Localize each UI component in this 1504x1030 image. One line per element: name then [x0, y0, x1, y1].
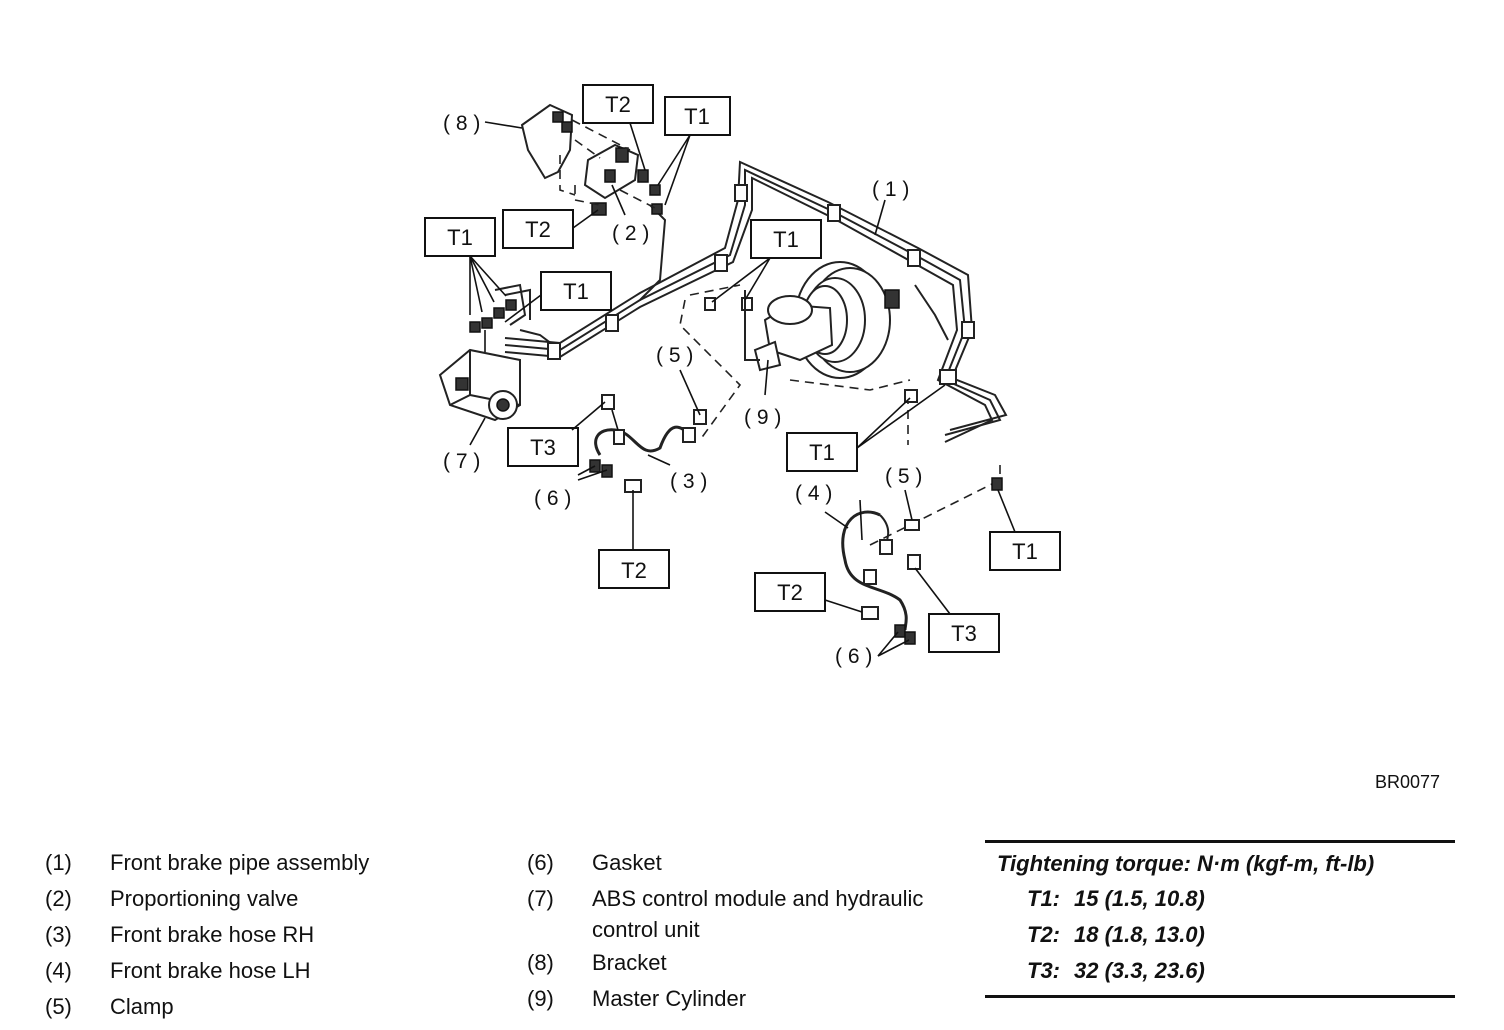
- bracket-part: [520, 103, 574, 180]
- torque-tag-t2-lh: T2: [754, 572, 826, 612]
- torque-table-title: Tightening torque: N·m (kgf-m, ft-lb): [997, 851, 1375, 876]
- torque-tag-t2-rh: T2: [598, 549, 670, 589]
- legend-text: Front brake hose RH: [110, 922, 315, 947]
- legend-number: (7): [527, 886, 554, 911]
- torque-tag-t3-lh: T3: [928, 613, 1000, 653]
- torque-row: T1: 15 (1.5, 10.8): [985, 881, 1455, 917]
- figure-code: BR0077: [1375, 772, 1441, 792]
- legend-text: Bracket: [592, 950, 667, 975]
- callout-3: ( 3 ): [670, 470, 707, 493]
- legend-item: (3) Front brake hose RH: [45, 917, 369, 953]
- legend-number: (6): [527, 850, 554, 875]
- torque-tag-label: T1: [809, 440, 835, 465]
- torque-row: T3: 32 (3.3, 23.6): [985, 953, 1455, 989]
- legend-number: (2): [45, 886, 72, 911]
- legend-text: Gasket: [592, 850, 662, 875]
- torque-tag-label: T2: [777, 580, 803, 605]
- callout-5-lh: ( 5 ): [885, 465, 922, 488]
- legend-item: (1) Front brake pipe assembly: [45, 845, 369, 881]
- legend-item: (7) ABS control module and hydraulic cont…: [527, 881, 977, 945]
- torque-tag-label: T1: [447, 225, 473, 250]
- torque-tag-label: T3: [951, 621, 977, 646]
- torque-tag-t2-top: T2: [582, 84, 654, 124]
- torque-tag-t1-lower: T1: [786, 432, 858, 472]
- torque-tag-t1-right: T1: [989, 531, 1061, 571]
- parts-legend-middle: (6) Gasket (7) ABS control module and hydra…: [527, 845, 977, 1017]
- legend-number: (9): [527, 986, 554, 1011]
- legend-text: Proportioning valve: [110, 886, 299, 911]
- legend-number: (4): [45, 958, 72, 983]
- torque-tag-label: T1: [684, 104, 710, 129]
- torque-spec-table: Tightening torque: N·m (kgf-m, ft-lb) T1…: [985, 840, 1455, 998]
- legend-text: Clamp: [110, 994, 174, 1019]
- torque-tag-t3-rh: T3: [507, 427, 579, 467]
- callout-6-rh: ( 6 ): [534, 487, 571, 510]
- brake-line-diagram: T2 T1 T2 T1 T1 T1 T3 T1 T2 T1 T2 T3: [424, 84, 1061, 668]
- torque-tag-t2-valve: T2: [502, 209, 574, 249]
- abs-control-module-part: [438, 283, 531, 422]
- callout-9: ( 9 ): [744, 406, 781, 429]
- master-cylinder-part: [704, 261, 900, 379]
- torque-value: 18 (1.8, 13.0): [1074, 922, 1205, 947]
- legend-number: (1): [45, 850, 72, 875]
- legend-number: (8): [527, 950, 554, 975]
- torque-tag-t1-abs: T1: [424, 217, 496, 257]
- torque-value: 32 (3.3, 23.6): [1074, 958, 1205, 983]
- callout-6-lh: ( 6 ): [835, 645, 872, 668]
- torque-tag-label: T1: [773, 227, 799, 252]
- torque-tag-label: T2: [621, 558, 647, 583]
- leader-lines: [469, 121, 1016, 657]
- proportioning-valve-part: [583, 143, 663, 216]
- legend-text: Front brake hose LH: [110, 958, 311, 983]
- torque-rows: T1: 15 (1.5, 10.8) T2: 18 (1.8, 13.0) T3: 32 …: [985, 881, 1455, 989]
- callout-2: ( 2 ): [612, 222, 649, 245]
- legend-item: (5) Clamp: [45, 989, 369, 1025]
- torque-key: T1:: [1027, 886, 1060, 911]
- torque-tag-label: T1: [1012, 539, 1038, 564]
- callout-7: ( 7 ): [443, 450, 480, 473]
- torque-row: T2: 18 (1.8, 13.0): [985, 917, 1455, 953]
- legend-number: (5): [45, 994, 72, 1019]
- legend-text: Front brake pipe assembly: [110, 850, 370, 875]
- front-brake-pipe-assembly: [504, 160, 1008, 443]
- torque-key: T2:: [1027, 922, 1060, 947]
- parts-legend-left: (1) Front brake pipe assembly (2) Proportio…: [45, 845, 369, 1025]
- legend-text: Master Cylinder: [592, 986, 747, 1011]
- legend-text: ABS control module and hydraulic control…: [592, 886, 924, 942]
- callout-5-rh: ( 5 ): [656, 344, 693, 367]
- torque-tag-label: T2: [605, 92, 631, 117]
- torque-value: 15 (1.5, 10.8): [1074, 886, 1205, 911]
- callout-1: ( 1 ): [872, 178, 909, 201]
- torque-tag-label: T1: [563, 279, 589, 304]
- torque-tag-t1-pipe: T1: [540, 271, 612, 311]
- torque-key: T3:: [1027, 958, 1060, 983]
- torque-tag-label: T3: [530, 435, 556, 460]
- legend-item: (6) Gasket: [527, 845, 977, 881]
- legend-item: (4) Front brake hose LH: [45, 953, 369, 989]
- legend-item: (8) Bracket: [527, 945, 977, 981]
- callout-4: ( 4 ): [795, 482, 832, 505]
- torque-tag-t1-center: T1: [750, 219, 822, 259]
- front-brake-hose-lh-part: [841, 389, 1003, 645]
- legend-item: (9) Master Cylinder: [527, 981, 977, 1017]
- callout-8: ( 8 ): [443, 112, 480, 135]
- torque-tag-t1-top: T1: [664, 96, 731, 136]
- torque-tag-label: T2: [525, 217, 551, 242]
- legend-item: (2) Proportioning valve: [45, 881, 369, 917]
- legend-number: (3): [45, 922, 72, 947]
